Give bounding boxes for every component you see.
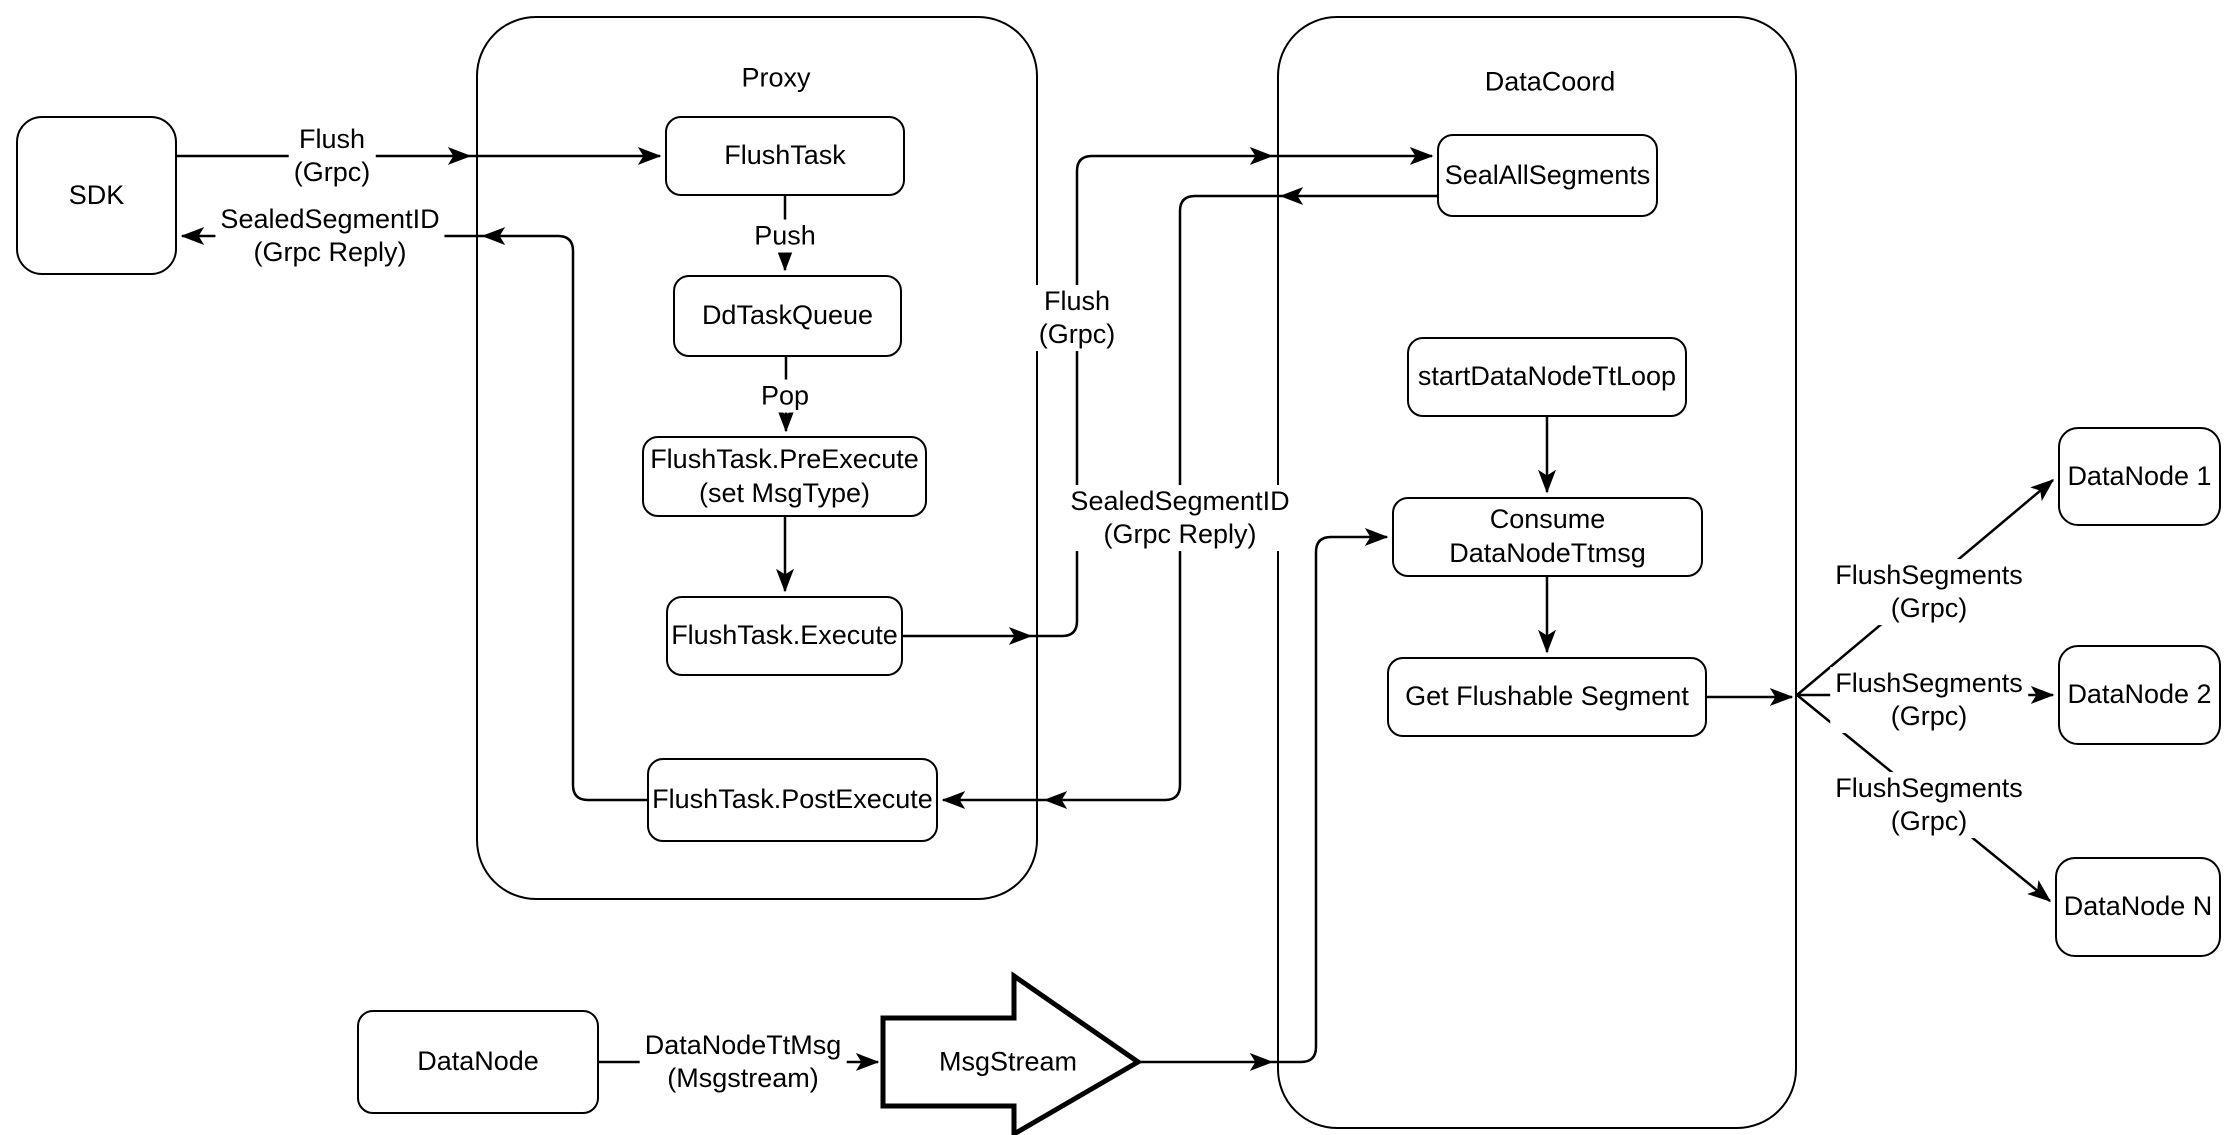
edge-label-flush-grpc-sdk: Flush (Grpc) xyxy=(288,123,376,189)
edge-label-datanodettmsg: DataNodeTtMsg (Msgstream) xyxy=(639,1029,847,1095)
edge-label-sealedsegmentid-sdk: SealedSegmentID (Grpc Reply) xyxy=(215,203,445,269)
edge-label-flushsegments-1: FlushSegments (Grpc) xyxy=(1830,559,2028,625)
container-proxy xyxy=(476,16,1038,900)
edge-label-flushsegments-2: FlushSegments (Grpc) xyxy=(1830,667,2028,733)
node-sdk: SDK xyxy=(16,116,177,275)
edge-label-push: Push xyxy=(749,219,821,253)
node-datanode: DataNode xyxy=(357,1010,599,1114)
msgstream-label: MsgStream xyxy=(938,1046,1078,1077)
node-execute: FlushTask.Execute xyxy=(666,596,903,676)
edge-label-flushsegments-3: FlushSegments (Grpc) xyxy=(1830,772,2028,838)
node-sealallsegments: SealAllSegments xyxy=(1437,134,1658,217)
container-datacoord xyxy=(1277,16,1797,1129)
node-get-flushable-segment: Get Flushable Segment xyxy=(1387,657,1707,737)
edge-exec-seal-2 xyxy=(1031,156,1272,638)
node-startdatanodettloop: startDataNodeTtLoop xyxy=(1407,337,1687,417)
edge-post-sdk-1 xyxy=(483,236,647,802)
node-flushtask: FlushTask xyxy=(665,116,905,196)
node-consume-datanodettmsg: Consume DataNodeTtmsg xyxy=(1392,497,1703,577)
proxy-title: Proxy xyxy=(737,62,815,94)
node-ddtaskqueue: DdTaskQueue xyxy=(673,275,902,357)
node-datanode-1: DataNode 1 xyxy=(2058,427,2221,526)
datacoord-title: DataCoord xyxy=(1480,66,1620,98)
node-datanode-2: DataNode 2 xyxy=(2058,645,2221,745)
node-datanode-n: DataNode N xyxy=(2055,857,2221,957)
edge-label-flush-grpc-riser: Flush (Grpc) xyxy=(1033,285,1121,351)
msgstream-arrow-shape xyxy=(880,971,1143,1135)
edge-coord-consume xyxy=(1272,537,1387,1064)
node-postexecute: FlushTask.PostExecute xyxy=(647,758,938,842)
edge-label-pop: Pop xyxy=(755,379,815,413)
edge-label-sealedsegmentid-riser: SealedSegmentID (Grpc Reply) xyxy=(1065,485,1295,551)
node-preexecute: FlushTask.PreExecute (set MsgType) xyxy=(642,436,927,517)
